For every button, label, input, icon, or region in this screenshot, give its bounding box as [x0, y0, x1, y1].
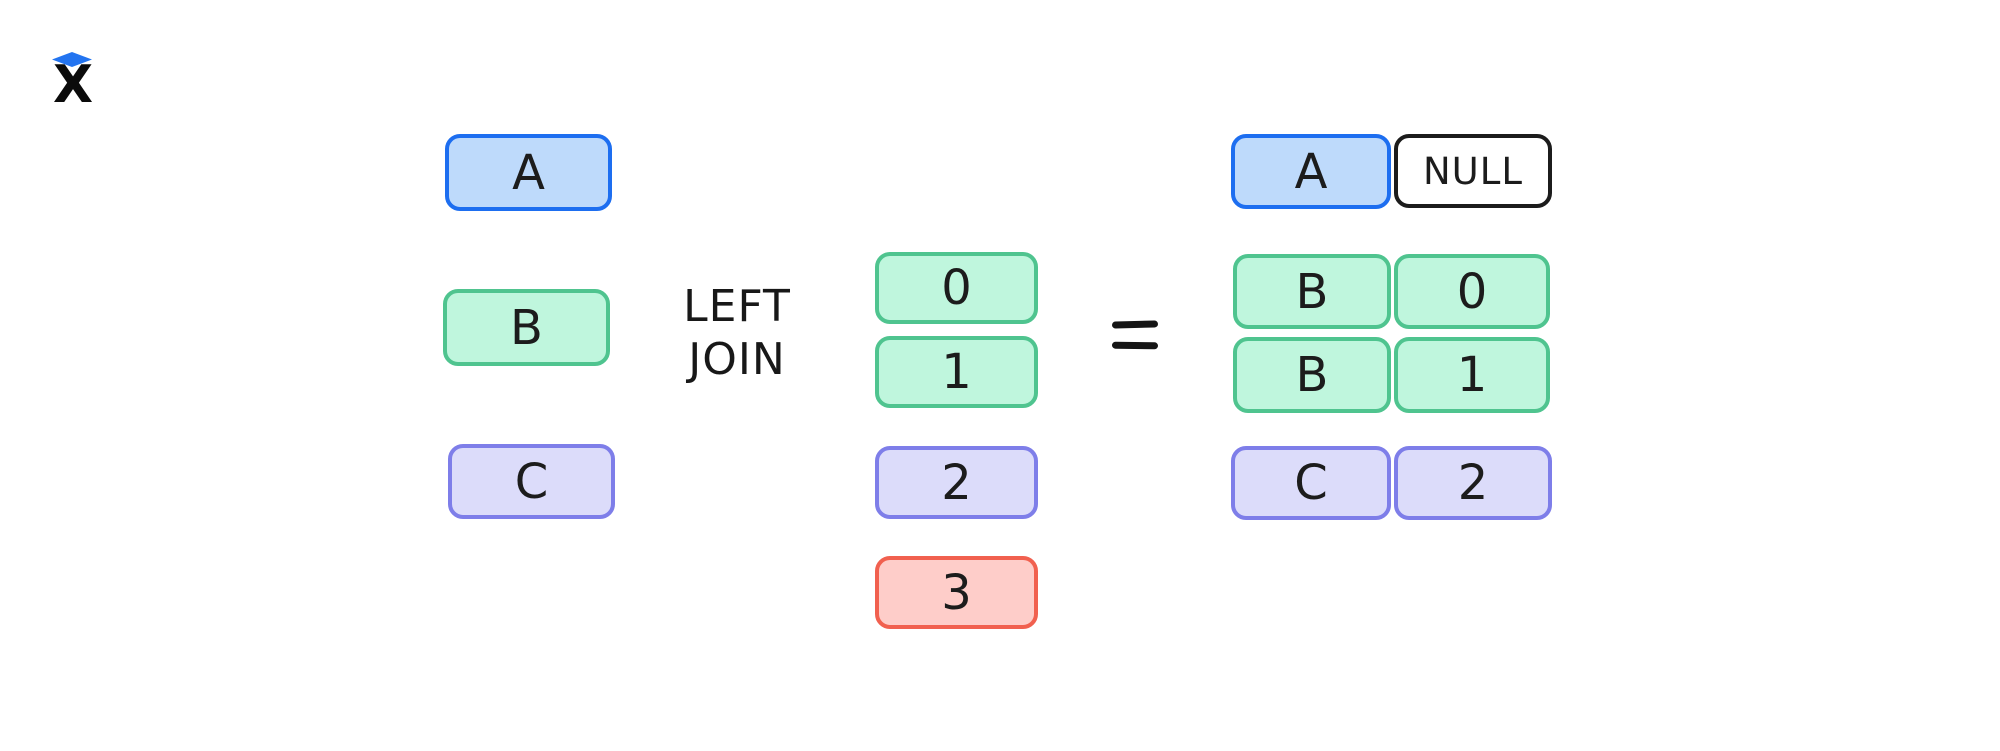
left-table-cell-b: B: [443, 289, 610, 366]
result-key-cell-b1: B: [1233, 254, 1391, 329]
result-key-cell-c: C: [1231, 446, 1391, 520]
result-key-cell-a: A: [1231, 134, 1391, 209]
equals-sign: =: [1111, 320, 1159, 350]
join-value-cell-0: 0: [875, 252, 1038, 324]
left-table-cell-c: C: [448, 444, 615, 519]
result-value-cell-0: 0: [1394, 254, 1550, 329]
logo-letter-x: X: [52, 55, 93, 115]
join-value-cell-3: 3: [875, 556, 1038, 629]
join-value-cell-1: 1: [875, 336, 1038, 408]
result-value-cell-1: 1: [1394, 337, 1550, 413]
result-key-cell-b2: B: [1233, 337, 1391, 413]
diamond-icon: [52, 52, 92, 67]
join-operator-label: LEFT JOIN: [642, 280, 832, 386]
result-value-cell-2: 2: [1394, 446, 1552, 520]
equals-bottom-bar: [1111, 341, 1159, 350]
left-table-cell-a: A: [445, 134, 612, 211]
brand-logo: X: [50, 52, 94, 115]
operator-line-2: JOIN: [688, 334, 786, 385]
join-value-cell-2: 2: [875, 446, 1038, 519]
operator-line-1: LEFT: [683, 281, 791, 332]
equals-top-bar: [1111, 320, 1159, 329]
result-value-cell-null: NULL: [1394, 134, 1552, 208]
